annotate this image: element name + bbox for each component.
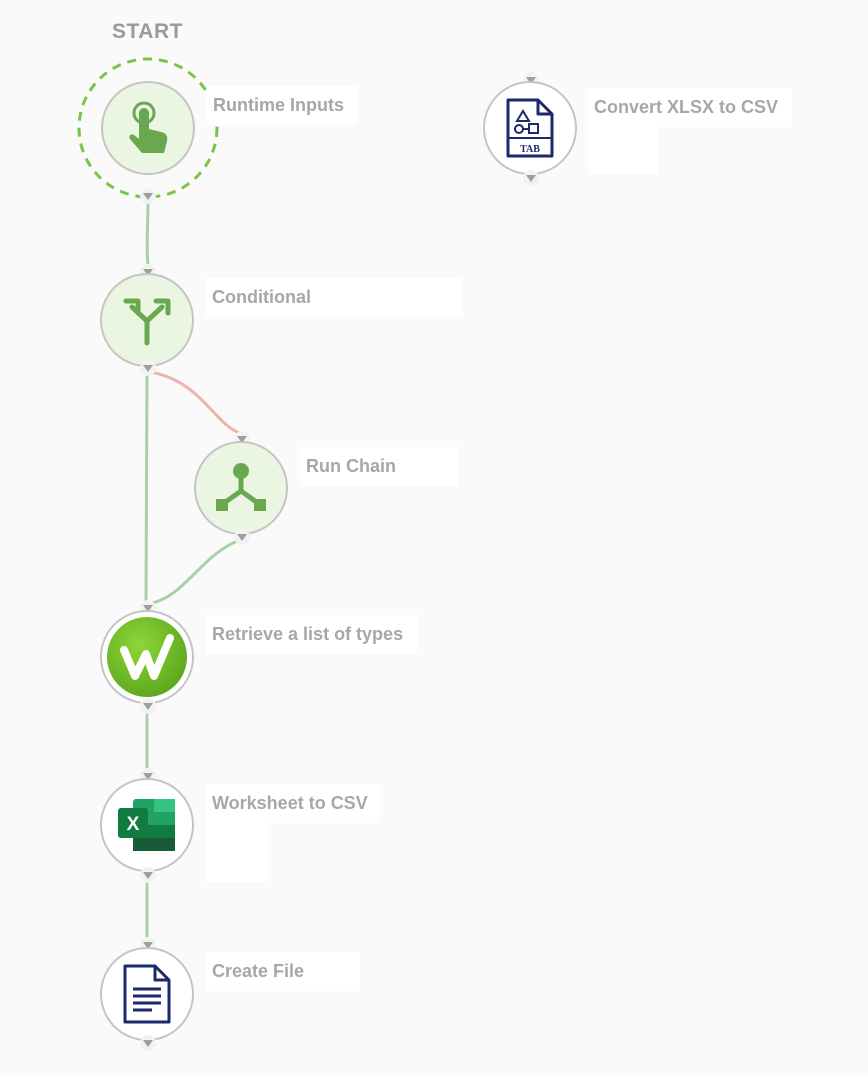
label-description-area bbox=[206, 822, 268, 882]
output-port[interactable] bbox=[140, 1035, 156, 1051]
node-retrieve-types[interactable] bbox=[100, 610, 194, 704]
excel-icon: X bbox=[118, 799, 175, 851]
document-icon bbox=[123, 964, 171, 1024]
node-label-conditional[interactable]: Conditional bbox=[206, 278, 463, 317]
node-create-file[interactable] bbox=[100, 947, 194, 1041]
tab-file-icon: TAB bbox=[506, 98, 554, 158]
output-port[interactable] bbox=[234, 529, 250, 545]
node-convert-xlsx[interactable]: TAB bbox=[483, 81, 577, 175]
label-description-area bbox=[588, 126, 658, 174]
node-run-chain[interactable] bbox=[194, 441, 288, 535]
node-label-worksheet-csv[interactable]: Worksheet to CSV bbox=[206, 784, 380, 823]
chain-tree-icon bbox=[216, 463, 266, 511]
node-worksheet-csv[interactable]: X bbox=[100, 778, 194, 872]
output-port[interactable] bbox=[140, 360, 156, 376]
start-ring bbox=[77, 57, 219, 199]
start-label: START bbox=[112, 20, 183, 43]
node-runtime-inputs[interactable] bbox=[101, 81, 195, 175]
output-port[interactable] bbox=[523, 170, 539, 186]
tab-text: TAB bbox=[520, 144, 540, 155]
excel-letter: X bbox=[127, 814, 140, 835]
link-runtime-to-conditional bbox=[145, 202, 150, 267]
node-label-run-chain[interactable]: Run Chain bbox=[300, 447, 458, 486]
link-conditional-to-retrieve bbox=[144, 372, 149, 604]
workiva-w-icon bbox=[107, 617, 187, 697]
node-label-convert-xlsx[interactable]: Convert XLSX to CSV bbox=[588, 88, 793, 127]
node-label-retrieve-types[interactable]: Retrieve a list of types bbox=[206, 615, 418, 654]
node-label-runtime-inputs[interactable]: Runtime Inputs bbox=[207, 86, 358, 125]
link-runchain-to-retrieve bbox=[147, 538, 241, 606]
node-label-create-file[interactable]: Create File bbox=[206, 952, 361, 991]
node-conditional[interactable] bbox=[100, 273, 194, 367]
link-conditional-to-runchain-failure bbox=[149, 370, 241, 435]
touch-hand-icon bbox=[129, 101, 168, 153]
output-port[interactable] bbox=[140, 867, 156, 883]
output-port[interactable] bbox=[140, 698, 156, 714]
output-port[interactable] bbox=[140, 188, 156, 204]
branch-arrows-icon bbox=[123, 298, 171, 346]
